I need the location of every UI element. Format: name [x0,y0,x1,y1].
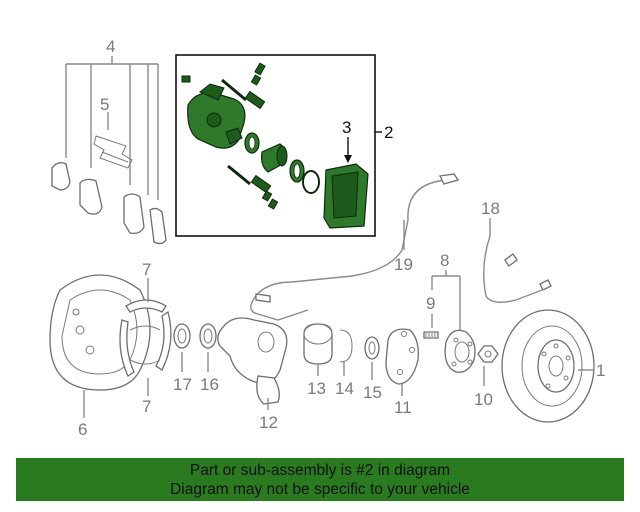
seal-17[interactable] [173,323,191,372]
seal-16[interactable] [199,323,217,372]
callout-7-bottom: 7 [142,397,151,416]
brake-disc[interactable] [501,309,595,423]
callout-17: 17 [173,375,192,394]
abs-sensor-wire[interactable] [250,173,460,321]
seal-15[interactable] [364,336,380,380]
callout-7-top: 7 [142,260,151,279]
callout-9: 9 [426,294,435,313]
brake-pad-set[interactable] [51,56,167,245]
hub-nut[interactable] [477,345,499,386]
callout-14: 14 [335,379,354,398]
callout-18: 18 [481,199,500,218]
banner-line-2: Diagram may not be specific to your vehi… [170,481,470,498]
callout-6: 6 [78,420,87,439]
callout-11: 11 [394,398,412,417]
caliper-body[interactable] [181,62,369,229]
callout-19: 19 [394,255,413,274]
callout-3: 3 [342,118,351,137]
caliper-assembly-box[interactable] [175,54,376,237]
callout-8: 8 [440,251,449,270]
knuckle[interactable] [217,317,288,410]
parts-diagram: 4 5 2 3 19 [49,37,605,439]
backing-plate[interactable] [49,274,151,418]
bearing[interactable] [303,323,333,376]
notice-banner: Part or sub-assembly is #2 in diagram Di… [16,458,624,501]
brake-hose[interactable] [483,218,552,303]
hub-assembly[interactable] [444,329,476,373]
wheel-stud[interactable] [423,331,439,339]
callout-4: 4 [106,37,115,56]
callout-16: 16 [200,375,219,394]
dust-shield[interactable] [385,328,419,396]
hub-bolt-group[interactable] [431,270,461,336]
callout-13: 13 [307,379,326,398]
callout-2: 2 [384,123,393,142]
callout-15: 15 [363,383,382,402]
parking-brake-shoes[interactable] [119,278,172,396]
callout-5: 5 [100,95,109,114]
callout-1: 1 [596,361,605,380]
snap-ring[interactable] [339,329,353,376]
callout-10: 10 [474,390,493,409]
callout-12: 12 [259,413,278,432]
banner-line-1: Part or sub-assembly is #2 in diagram [189,462,451,479]
